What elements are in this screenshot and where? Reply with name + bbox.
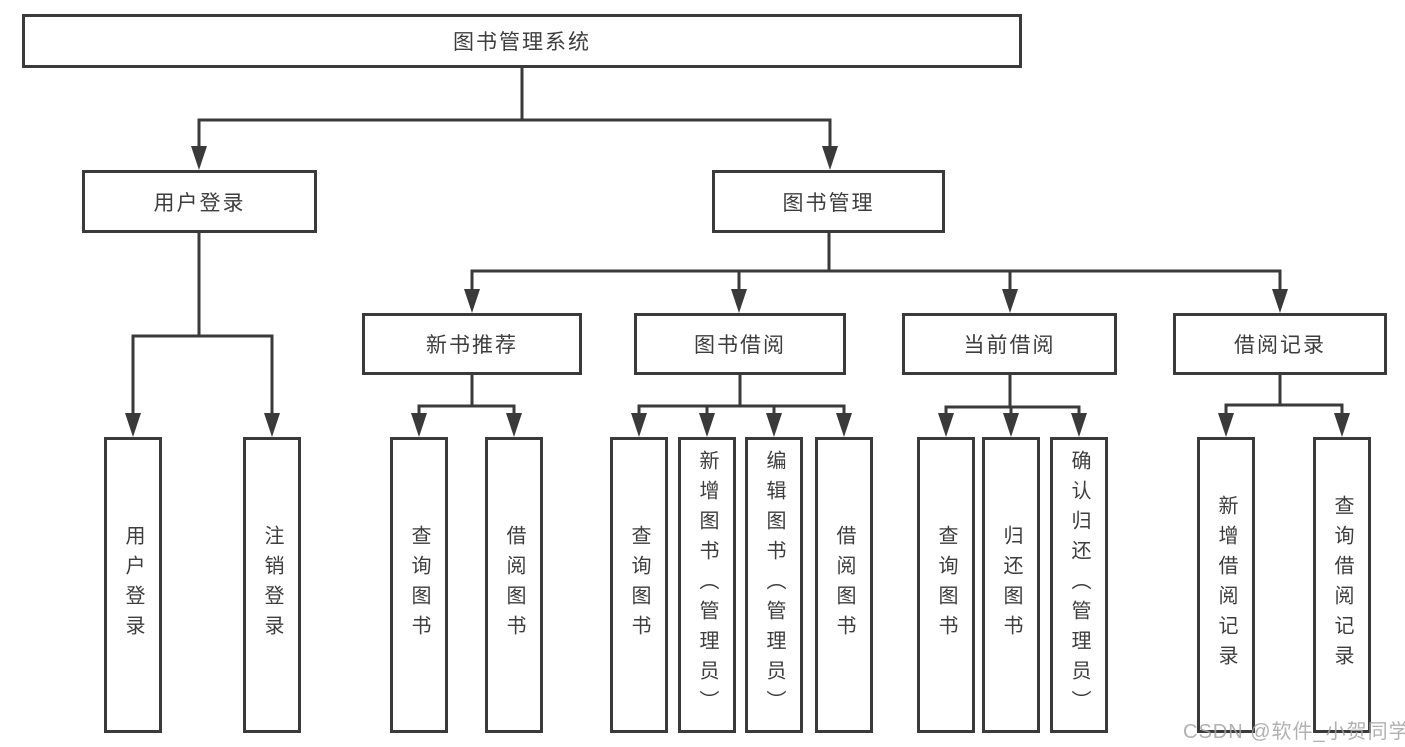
leaf-return-books: 归还图书 xyxy=(982,437,1040,733)
leaf-logout: 注销登录 xyxy=(243,437,301,733)
connector-new-book-children xyxy=(417,375,516,414)
node-label: 图书管理系统 xyxy=(453,31,591,54)
leaf-label: 新增图书（管理员） xyxy=(696,450,718,720)
connector-root-to-level2 xyxy=(197,68,832,149)
leaf-label: 借阅图书 xyxy=(833,525,855,645)
leaf-edit-books-admin: 编辑图书（管理员） xyxy=(745,437,803,733)
leaf-label: 查询图书 xyxy=(628,525,650,645)
leaf-add-books-admin: 新增图书（管理员） xyxy=(678,437,736,733)
connector-borrowing-records-children xyxy=(1224,375,1344,414)
leaf-borrow-books-recommend: 借阅图书 xyxy=(485,437,543,733)
leaf-user-login: 用户登录 xyxy=(104,437,162,733)
csdn-watermark: CSDN @软件_小贺同学 xyxy=(1183,721,1405,743)
leaf-label: 查询图书 xyxy=(935,525,957,645)
node-current-borrowing: 当前借阅 xyxy=(902,313,1117,375)
node-label: 用户登录 xyxy=(153,191,246,215)
node-user-login: 用户登录 xyxy=(82,170,317,233)
node-borrowing-records: 借阅记录 xyxy=(1173,313,1387,375)
node-label: 当前借阅 xyxy=(963,334,1056,357)
node-library-management-system: 图书管理系统 xyxy=(22,14,1022,68)
connector-book-borrowing-children xyxy=(637,375,846,414)
leaf-query-books-current: 查询图书 xyxy=(917,437,975,733)
leaf-query-books-borrowing: 查询图书 xyxy=(610,437,668,733)
leaf-query-borrow-record: 查询借阅记录 xyxy=(1313,437,1371,733)
leaf-label: 确认归还（管理员） xyxy=(1068,450,1090,720)
node-book-borrowing: 图书借阅 xyxy=(634,313,846,375)
node-book-management: 图书管理 xyxy=(712,170,945,233)
leaf-query-books-recommend: 查询图书 xyxy=(390,437,448,733)
leaf-add-borrow-record: 新增借阅记录 xyxy=(1197,437,1255,733)
leaf-label: 查询图书 xyxy=(408,525,430,645)
node-label: 借阅记录 xyxy=(1234,334,1326,357)
connector-user-login-children xyxy=(131,233,274,414)
leaf-borrow-books: 借阅图书 xyxy=(815,437,873,733)
connector-book-management-children xyxy=(470,233,1282,290)
leaf-label: 查询借阅记录 xyxy=(1331,495,1353,675)
node-label: 新书推荐 xyxy=(426,334,518,357)
leaf-confirm-return-admin: 确认归还（管理员） xyxy=(1050,437,1108,733)
connector-current-borrowing-children xyxy=(944,375,1081,414)
node-label: 图书管理 xyxy=(782,191,875,215)
leaf-label: 新增借阅记录 xyxy=(1215,495,1237,675)
leaf-label: 归还图书 xyxy=(1000,525,1022,645)
node-label: 图书借阅 xyxy=(694,334,786,357)
node-new-book-recommendation: 新书推荐 xyxy=(362,313,582,375)
leaf-label: 用户登录 xyxy=(122,525,144,645)
leaf-label: 注销登录 xyxy=(261,525,283,645)
leaf-label: 编辑图书（管理员） xyxy=(763,450,785,720)
leaf-label: 借阅图书 xyxy=(503,525,525,645)
